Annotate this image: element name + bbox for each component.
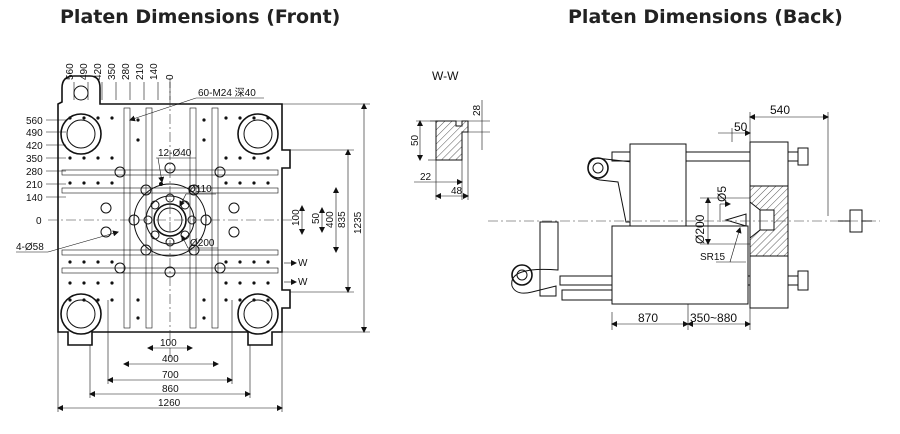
back-dimensions: 540 50 Ø5 Ø200 SR15 870 350~880 xyxy=(611,103,829,330)
section-ww-view: W-W 50 28 22 48 xyxy=(410,69,490,200)
front-section-marks: W W xyxy=(284,258,308,288)
bottom-dim-700: 700 xyxy=(162,370,179,381)
right-dim-400: 400 xyxy=(325,211,336,228)
dim-phi200: Ø200 xyxy=(693,214,707,244)
bottom-dim-860: 860 xyxy=(162,384,179,395)
upper-tiebar-nut xyxy=(797,147,809,166)
front-top-dimension-lines xyxy=(73,82,171,100)
right-dim-50: 50 xyxy=(311,212,322,224)
front-tapped-hole-grid xyxy=(68,116,270,320)
nozzle-seat xyxy=(759,209,775,231)
dim-50-back: 50 xyxy=(734,120,748,134)
top-dim-210: 210 xyxy=(135,63,146,80)
dim-540: 540 xyxy=(770,103,790,117)
top-dim-280: 280 xyxy=(121,63,132,80)
right-dim-100: 100 xyxy=(291,209,302,226)
lower-link-pin xyxy=(511,264,533,286)
bottom-dim-1260: 1260 xyxy=(158,398,181,409)
left-dim-280: 280 xyxy=(26,167,43,178)
top-dim-490: 490 xyxy=(79,63,90,80)
upper-link-pin xyxy=(587,157,609,179)
right-dim-1235: 1235 xyxy=(353,211,364,234)
back-view: 540 50 Ø5 Ø200 SR15 870 350~880 xyxy=(488,103,880,330)
front-bottom-dimensions: 100 400 700 860 1260 xyxy=(57,300,283,412)
left-dim-0: 0 xyxy=(36,216,42,227)
callout-ring-holes: 12-Ø40 xyxy=(158,148,192,159)
top-dim-0: 0 xyxy=(165,74,176,80)
front-tiebar-holes xyxy=(60,113,279,335)
left-dim-210: 210 xyxy=(26,180,43,191)
section-label: W-W xyxy=(432,69,459,83)
front-panel-title: Platen Dimensions (Front) xyxy=(60,6,341,28)
dim-350-880: 350~880 xyxy=(690,311,737,325)
left-dim-350: 350 xyxy=(26,154,43,165)
nozzle-tip xyxy=(724,213,747,227)
top-dim-350: 350 xyxy=(107,63,118,80)
section-mark-w-1: W xyxy=(298,258,308,269)
moving-platen-lower xyxy=(611,225,749,305)
dim-phi5: Ø5 xyxy=(715,186,729,202)
section-dim-28: 28 xyxy=(472,104,483,116)
left-dim-420: 420 xyxy=(26,141,43,152)
section-dim-22: 22 xyxy=(420,172,432,183)
section-dim-48: 48 xyxy=(451,186,463,197)
back-panel-title: Platen Dimensions (Back) xyxy=(568,6,843,28)
bottom-dim-100: 100 xyxy=(160,338,177,349)
top-dim-420: 420 xyxy=(93,63,104,80)
front-left-dimension-labels: 560 490 420 350 280 210 140 0 xyxy=(26,116,43,227)
top-dim-560: 560 xyxy=(65,63,76,80)
callout-corner-holes: 4-Ø58 xyxy=(16,242,44,253)
front-platen-outline xyxy=(57,75,291,346)
front-right-dimensions: 100 50 400 835 1235 xyxy=(282,103,370,333)
front-callouts: 60-M24 深40 12-Ø40 Ø110 Ø200 4-Ø58 xyxy=(16,87,264,253)
right-dim-835: 835 xyxy=(337,211,348,228)
section-profile xyxy=(435,120,469,161)
top-dim-140: 140 xyxy=(149,63,160,80)
front-left-dimension-lines xyxy=(46,119,66,198)
left-dim-560: 560 xyxy=(26,116,43,127)
dim-sr15: SR15 xyxy=(700,252,725,263)
callout-hole-110: Ø110 xyxy=(188,184,212,195)
section-mark-w-2: W xyxy=(298,277,308,288)
platen-base-strip xyxy=(561,289,613,301)
left-dim-490: 490 xyxy=(26,128,43,139)
lower-tiebar-nut xyxy=(797,270,809,291)
moving-platen-upper xyxy=(629,143,687,227)
callout-tapped-holes: 60-M24 深40 xyxy=(198,87,256,99)
front-lifting-eye xyxy=(73,85,89,101)
bottom-dim-400: 400 xyxy=(162,354,179,365)
left-dim-140: 140 xyxy=(26,193,43,204)
callout-hole-200: Ø200 xyxy=(190,238,215,249)
front-platen-view: 560 490 420 350 280 210 140 0 560 490 42… xyxy=(16,63,370,412)
dim-870: 870 xyxy=(638,311,658,325)
section-dim-50: 50 xyxy=(410,134,421,146)
front-top-dimension-labels: 560 490 420 350 280 210 140 0 xyxy=(65,63,176,80)
